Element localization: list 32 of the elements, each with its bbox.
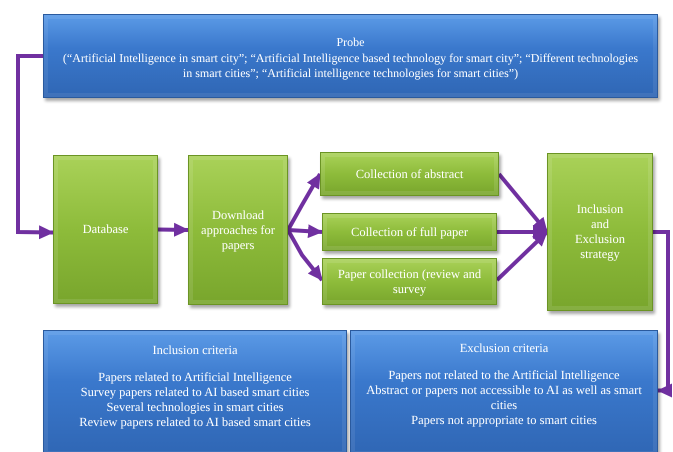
criteria-box — [350, 330, 658, 452]
arrow — [286, 229, 324, 282]
process-box — [322, 213, 497, 251]
criteria-box — [43, 14, 658, 98]
arrow — [653, 230, 672, 398]
box-text: Database — [82, 222, 128, 237]
process-box — [320, 152, 499, 196]
process-box — [322, 258, 497, 305]
box-heading: Probe — [336, 35, 364, 50]
process-box — [53, 155, 158, 304]
process-box — [188, 155, 288, 305]
box-text: Review papers related to AI based smart cities — [79, 415, 311, 430]
box-text: (“Artificial Intelligence in smart city”; “Artificial Intelligence based technology for smart city”; “Different technologies in smart cities”; “Artificial intelligence technologies for smart cities”) — [62, 51, 640, 80]
arrow — [158, 222, 189, 237]
box-text: Collection of abstract — [356, 166, 464, 182]
arrow — [288, 224, 323, 238]
box-text: Papers not related to the Artificial Intelligence — [388, 368, 620, 383]
box-heading: Exclusion criteria — [460, 341, 548, 356]
process-box — [547, 153, 653, 311]
box-text: Survey papers related to AI based smart cities — [80, 385, 310, 400]
box-text: Abstract or papers not accessible to AI as well as smart cities — [365, 383, 643, 413]
box-heading: Inclusion criteria — [152, 343, 238, 358]
box-text: Inclusion and Exclusion strategy — [574, 202, 626, 262]
box-text: Papers not appropriate to smart cities — [411, 413, 597, 428]
box-text: Papers related to Artificial Intelligence — [98, 370, 292, 385]
box-text: Several technologies in smart cities — [106, 400, 284, 415]
arrow — [286, 173, 322, 231]
arrow — [16, 54, 54, 240]
box-text: Paper collection (review and survey — [336, 266, 482, 296]
box-text: Collection of full paper — [351, 224, 468, 240]
box-text: Download approaches for papers — [200, 208, 276, 252]
criteria-box — [43, 330, 347, 452]
